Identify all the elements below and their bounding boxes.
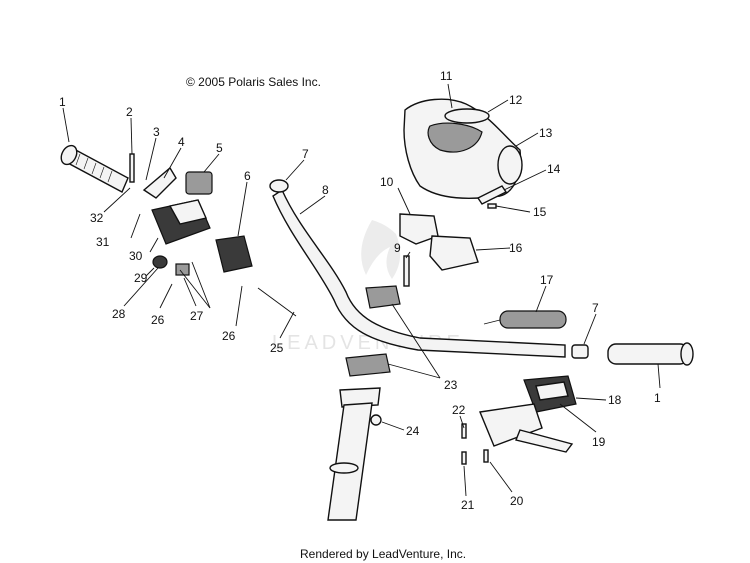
handlebar-pod [403, 98, 523, 199]
steering-post [327, 387, 381, 521]
handlebar-clamp-lower [345, 353, 391, 377]
grip-right [607, 342, 694, 366]
pod-decal [444, 108, 490, 124]
switch-5 [185, 171, 213, 195]
callout-18: 18 [608, 393, 622, 407]
callout-24: 24 [406, 424, 420, 438]
bolt-9 [403, 255, 410, 287]
callout-8: 8 [322, 183, 329, 197]
lever-4 [142, 166, 177, 199]
callout-10: 10 [380, 175, 394, 189]
cable-25 [257, 287, 297, 317]
callout-7-right: 7 [592, 301, 599, 315]
callout-13: 13 [539, 126, 553, 140]
left-control-housing [151, 199, 211, 245]
callout-28: 28 [112, 307, 126, 321]
callout-2: 2 [126, 105, 133, 119]
callout-16: 16 [509, 241, 523, 255]
master-cylinder-cover [523, 375, 577, 413]
screws-right [461, 423, 489, 465]
callout-25: 25 [270, 341, 284, 355]
callout-19: 19 [592, 435, 606, 449]
callout-30: 30 [129, 249, 143, 263]
callout-26-left: 26 [151, 313, 165, 327]
callout-11: 11 [440, 69, 453, 83]
callout-15: 15 [533, 205, 547, 219]
module-6 [215, 235, 253, 273]
callout-14: 14 [547, 162, 561, 176]
callout-27: 27 [190, 309, 204, 323]
callout-22: 22 [452, 403, 466, 417]
copyright-text: © 2005 Polaris Sales Inc. [186, 75, 321, 89]
callout-31: 31 [96, 235, 110, 249]
callout-12: 12 [509, 93, 523, 107]
watermark-flame-icon [361, 220, 401, 279]
leader-lines [62, 83, 661, 497]
callout-21: 21 [461, 498, 475, 512]
screw-15 [487, 203, 497, 209]
callout-5: 5 [216, 141, 223, 155]
handlebar [272, 188, 566, 358]
knob-29 [152, 255, 168, 269]
callout-7-left: 7 [302, 147, 309, 161]
callout-23: 23 [444, 378, 458, 392]
handlebar-clamp-upper [365, 285, 401, 309]
bracket-14 [476, 185, 508, 205]
nut-24 [370, 414, 382, 426]
plate-27 [175, 263, 190, 276]
grip-left [60, 144, 129, 193]
pin-2 [129, 153, 135, 183]
callout-6: 6 [244, 169, 251, 183]
callout-20: 20 [510, 494, 524, 508]
callout-26-right: 26 [222, 329, 236, 343]
callout-1-left: 1 [59, 95, 66, 109]
callout-1-right: 1 [654, 391, 661, 405]
switch-cover [399, 213, 439, 245]
footer-text: Rendered by LeadVenture, Inc. [300, 547, 466, 561]
callout-4: 4 [178, 135, 185, 149]
heated-grip-right [483, 310, 567, 329]
cover-lower [429, 235, 479, 271]
bar-end-plug-left [269, 179, 289, 193]
callout-labels: 1 2 3 4 5 6 7 8 9 10 11 12 13 14 15 16 1… [59, 69, 661, 512]
callout-3: 3 [153, 125, 160, 139]
bar-end-plug-right [571, 344, 589, 359]
brake-master-cylinder [479, 403, 574, 453]
callout-9: 9 [394, 241, 401, 255]
callout-32: 32 [90, 211, 104, 225]
callout-29: 29 [134, 271, 148, 285]
callout-17: 17 [540, 273, 554, 287]
